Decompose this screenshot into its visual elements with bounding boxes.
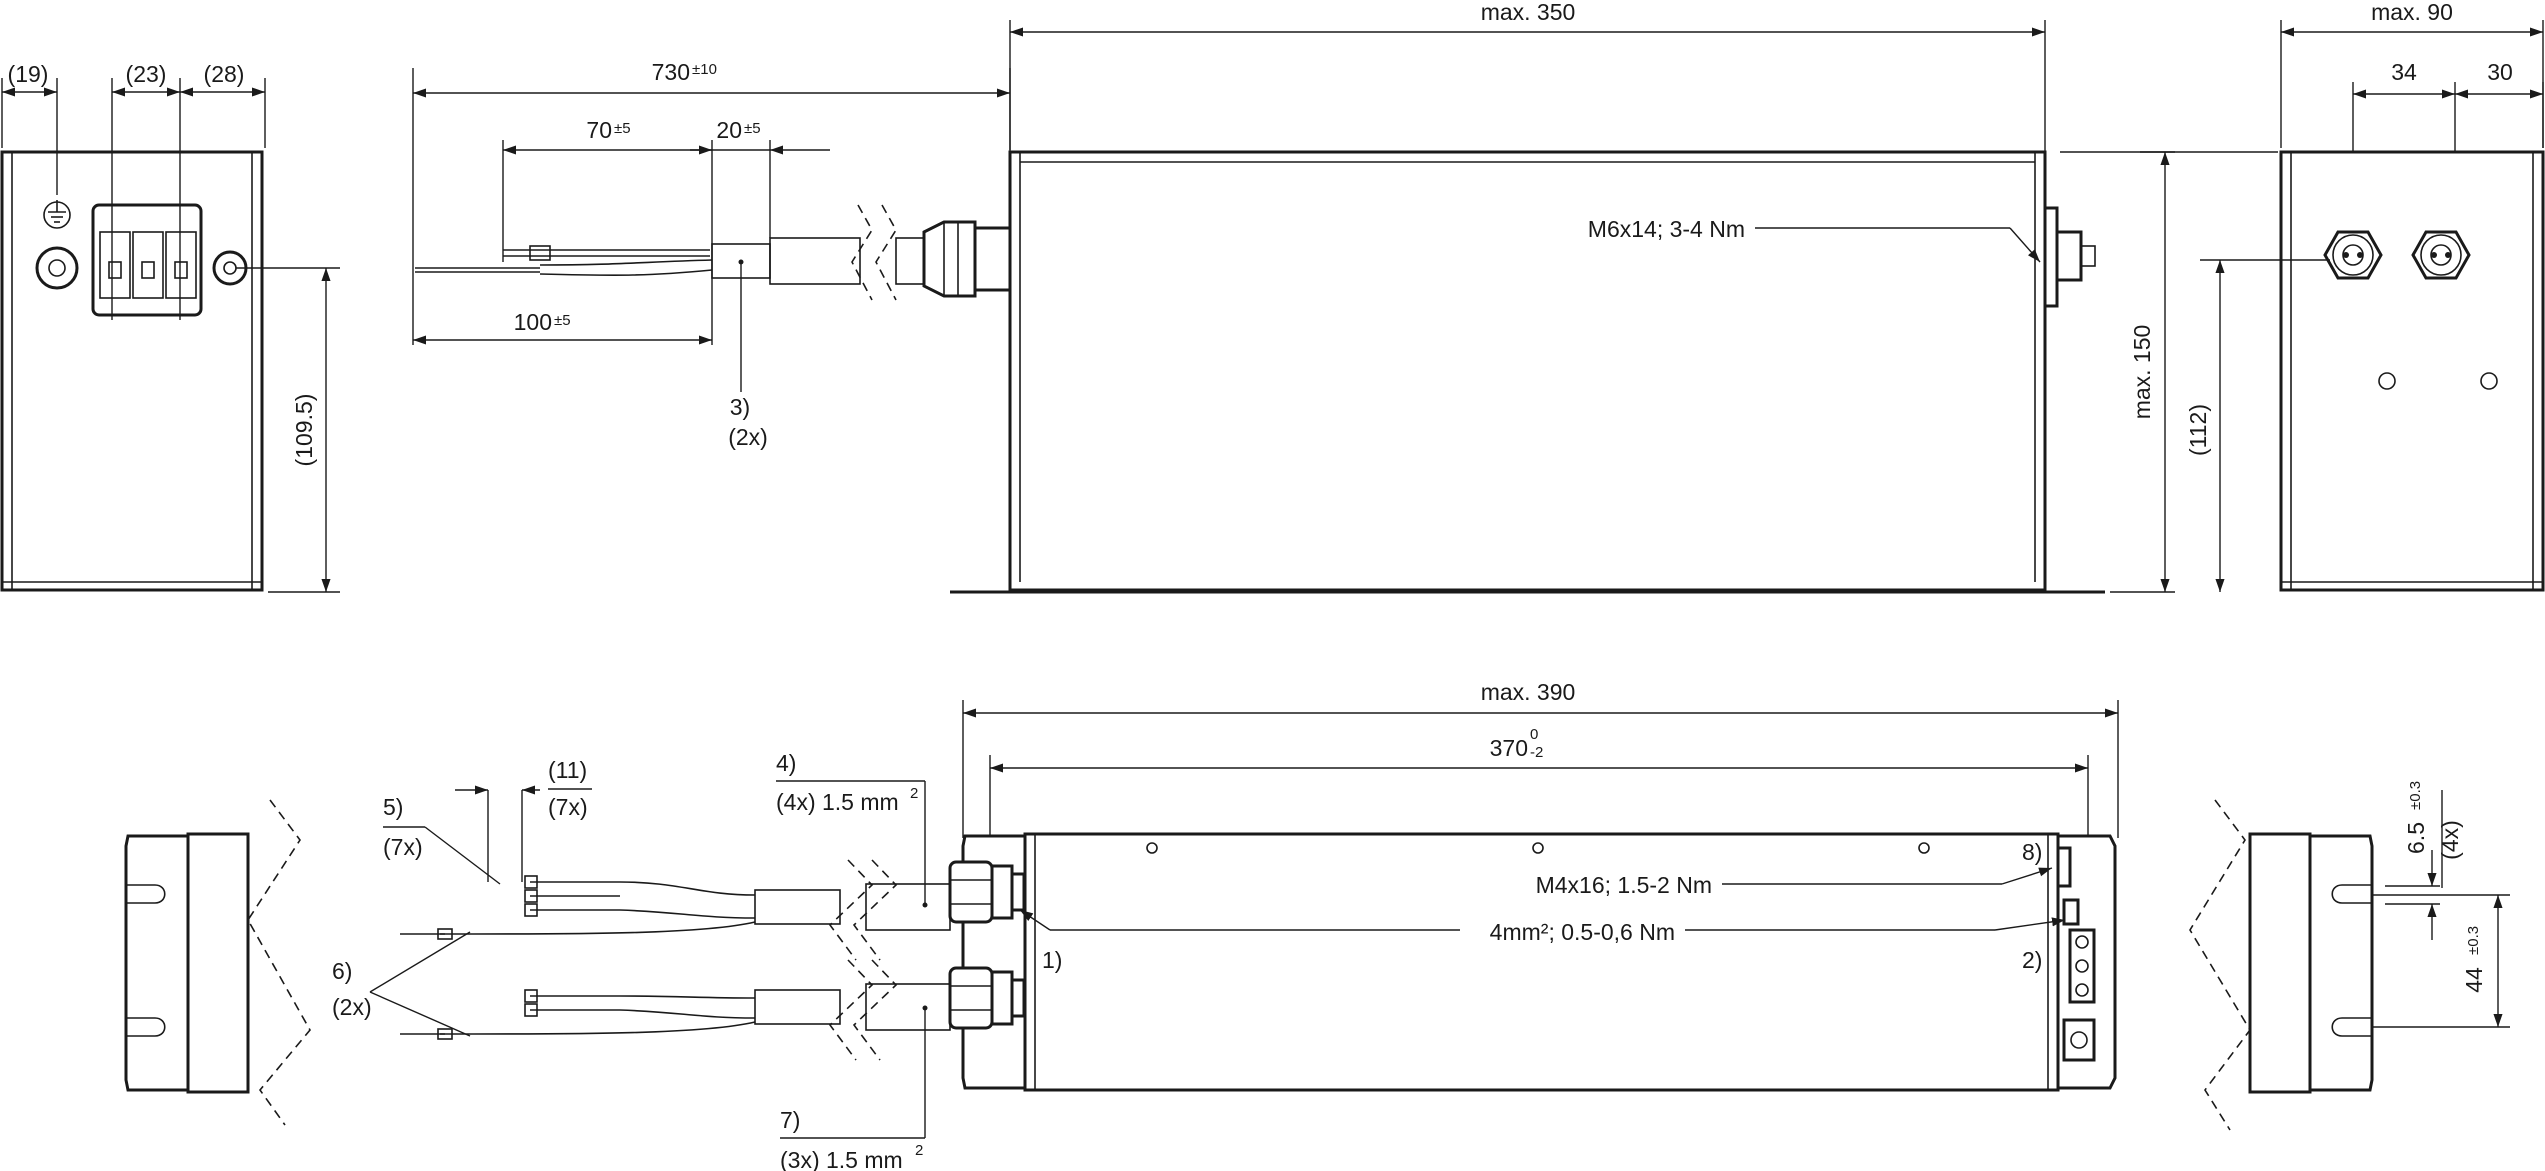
ground-stud <box>35 246 79 290</box>
gland-top <box>948 860 1026 924</box>
dim-23: (23) <box>126 61 167 87</box>
dim-6-5: 6.5 <box>2403 822 2429 854</box>
ground-terminal <box>2062 1018 2096 1062</box>
callout-8: 8) <box>2022 839 2042 865</box>
cable-detail-view: 730 ±10 70 ±5 20 ±5 100 ±5 3) (2x) <box>412 59 1012 450</box>
end-plate-left <box>124 799 311 1126</box>
dim-6-5-tol: ±0.3 <box>2407 781 2424 810</box>
dim-max-90: max. 90 <box>2371 0 2453 25</box>
top-m4-label: M4x16; 1.5-2 Nm <box>1536 872 1712 898</box>
callout-7: 7) <box>780 1107 800 1133</box>
dim-4x: (4x) <box>2437 820 2463 860</box>
callout-5-qty: (7x) <box>383 834 423 860</box>
dim-max-150: max. 150 <box>2129 325 2155 420</box>
dim-30: 30 <box>2487 59 2513 85</box>
dim-70: 70 <box>586 117 612 143</box>
dim-730-tol: ±10 <box>692 61 717 78</box>
end-housing <box>2279 150 2545 592</box>
dim-370-tol-lower: -2 <box>1530 744 1543 761</box>
callout-7-spec: (3x) 1.5 mm <box>780 1147 903 1171</box>
cable-gland <box>922 220 977 298</box>
front-view: (19) (23) (28) (109.5) <box>0 61 340 593</box>
dim-34: 34 <box>2391 59 2417 85</box>
callout-4-sq: 2 <box>910 785 918 802</box>
callout-4: 4) <box>776 750 796 776</box>
callout-3: 3) <box>730 394 750 420</box>
callout-3-qty: (2x) <box>728 424 768 450</box>
dim-11: (11) <box>548 757 587 783</box>
cable-jacket <box>769 237 861 285</box>
gland-left <box>2323 230 2383 280</box>
top-view: max. 390 370 0 -2 <box>332 679 2119 1171</box>
callout-6-qty: (2x) <box>332 994 372 1020</box>
callout-2: 2) <box>2022 947 2042 973</box>
terminal-strip <box>2068 928 2096 1004</box>
dim-112: (112) <box>2185 404 2211 456</box>
callout-5: 5) <box>383 794 403 820</box>
top-7x-label: (7x) <box>548 794 588 820</box>
dim-20: 20 <box>716 117 742 143</box>
dim-19: (19) <box>8 61 49 87</box>
gland-right <box>2411 230 2471 280</box>
dim-28: (28) <box>204 61 245 87</box>
dim-44-tol: ±0.3 <box>2465 926 2482 955</box>
top-terminal-label: 4mm²; 0.5-0,6 Nm <box>1490 919 1675 945</box>
break-line-icon <box>851 204 897 301</box>
ground-symbol-icon <box>43 200 71 229</box>
side-housing <box>1008 150 2047 592</box>
callout-6: 6) <box>332 958 352 984</box>
dim-70-tol: ±5 <box>614 120 631 137</box>
dim-370: 370 <box>1490 735 1528 761</box>
callout-4-spec: (4x) 1.5 mm <box>776 789 899 815</box>
side-torque-label: M6x14; 3-4 Nm <box>1588 216 1745 242</box>
gland-bottom <box>948 966 1026 1030</box>
side-view: max. 350 M6x14; 3-4 Nm max. 150 <box>950 0 2175 594</box>
dim-max-350: max. 350 <box>1481 0 1576 25</box>
dim-370-tol-upper: 0 <box>1530 726 1538 743</box>
dim-20-tol: ±5 <box>744 120 761 137</box>
top-housing <box>1023 832 2060 1092</box>
dim-100-tol: ±5 <box>554 312 571 329</box>
dim-100: 100 <box>514 309 552 335</box>
dim-730: 730 <box>652 59 690 85</box>
end-view: max. 90 34 30 (112) <box>2140 0 2545 592</box>
end-plate-right: 6.5 ±0.3 (4x) 44 ±0.3 <box>2189 781 2510 1131</box>
dim-max-390: max. 390 <box>1481 679 1576 705</box>
dim-44: 44 <box>2461 967 2487 993</box>
dim-109-5: (109.5) <box>291 394 317 467</box>
callout-1: 1) <box>1042 947 1062 973</box>
callout-7-sq: 2 <box>915 1142 923 1159</box>
